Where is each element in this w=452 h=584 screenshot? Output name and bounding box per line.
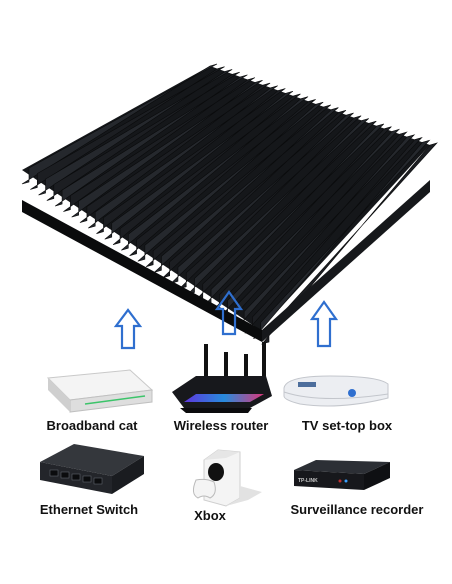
heatsink-fin — [186, 118, 369, 295]
heatsink-fin — [71, 80, 263, 218]
heatsink-fin — [236, 134, 416, 329]
heatsink-fin — [63, 77, 256, 212]
label-ethernet-switch: Ethernet Switch — [39, 502, 139, 517]
modem-icon — [46, 369, 154, 413]
heatsink-fin — [219, 128, 401, 317]
airflow-arrows — [113, 290, 339, 350]
label-tv-set-top-box: TV set-top box — [301, 418, 393, 433]
ethernet-port — [82, 475, 92, 483]
switch-ports — [49, 469, 103, 485]
heatsink-fin — [79, 82, 271, 223]
brand-logo: TP-LINK — [298, 478, 318, 484]
label-xbox: Xbox — [194, 508, 226, 523]
airflow-arrow-icon — [214, 290, 244, 336]
heatsink-fin — [112, 93, 301, 245]
heatsink-fin — [154, 107, 339, 273]
ethernet-port — [49, 469, 59, 477]
heatsink-base-side — [262, 180, 430, 342]
heatsink-base-front — [22, 200, 262, 342]
airflow-arrow-icon — [113, 308, 143, 350]
heatsink-fin — [104, 90, 294, 240]
label-wireless-router: Wireless router — [173, 418, 269, 433]
heatsink-fin — [88, 85, 278, 229]
heatsink-fin — [203, 123, 385, 306]
dvr-recorder-icon: TP-LINK — [294, 460, 390, 490]
set-top-box-icon — [283, 375, 389, 407]
ethernet-port — [93, 477, 103, 485]
heatsink-fins — [21, 63, 438, 345]
heatsink-fin — [96, 88, 286, 234]
game-console-icon — [192, 449, 262, 507]
heatsink-image — [21, 63, 438, 345]
heatsink-fin — [162, 110, 347, 279]
heatsink-fin — [244, 136, 423, 334]
heatsink-fin — [46, 71, 240, 201]
heatsink-fin — [145, 104, 331, 268]
heatsink-fin — [38, 69, 233, 196]
heatsink-fin — [170, 112, 354, 284]
ethernet-port — [71, 473, 81, 481]
network-switch-icon — [40, 444, 144, 494]
router-icon — [172, 342, 272, 413]
ethernet-port — [60, 471, 70, 479]
heatsink-fin — [54, 74, 248, 207]
airflow-arrow-icon — [309, 300, 339, 348]
heatsink-fin — [211, 126, 392, 312]
heatsink-fin — [121, 96, 309, 251]
heatsink-fin — [137, 101, 324, 262]
heatsink-fin — [129, 99, 316, 257]
label-broadband-cat: Broadband cat — [46, 418, 138, 433]
heatsink-fin — [179, 115, 362, 290]
heatsink-fin — [194, 120, 377, 301]
label-surveillance-recorder: Surveillance recorder — [290, 502, 424, 517]
